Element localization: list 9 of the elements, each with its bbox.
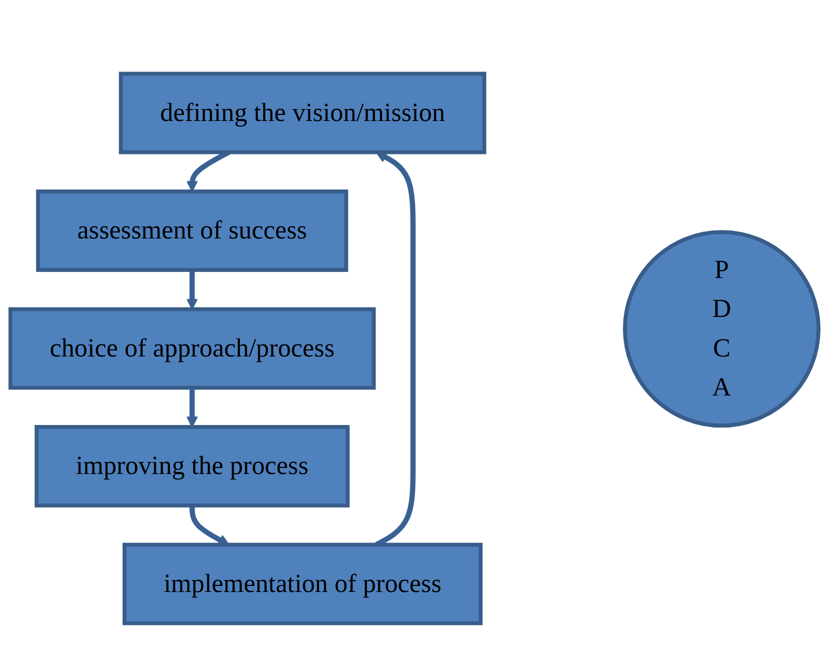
- node-box: choice of approach/process: [8, 306, 376, 390]
- node-box: defining the vision/mission: [118, 71, 486, 154]
- arrow: [186, 387, 198, 428]
- node-box: implementation of process: [122, 542, 483, 625]
- node-box: assessment of success: [36, 189, 348, 272]
- node-circle: P D C A: [622, 230, 820, 428]
- arrow: [190, 505, 230, 545]
- node-box: improving the process: [34, 424, 350, 508]
- arrow: [186, 270, 198, 310]
